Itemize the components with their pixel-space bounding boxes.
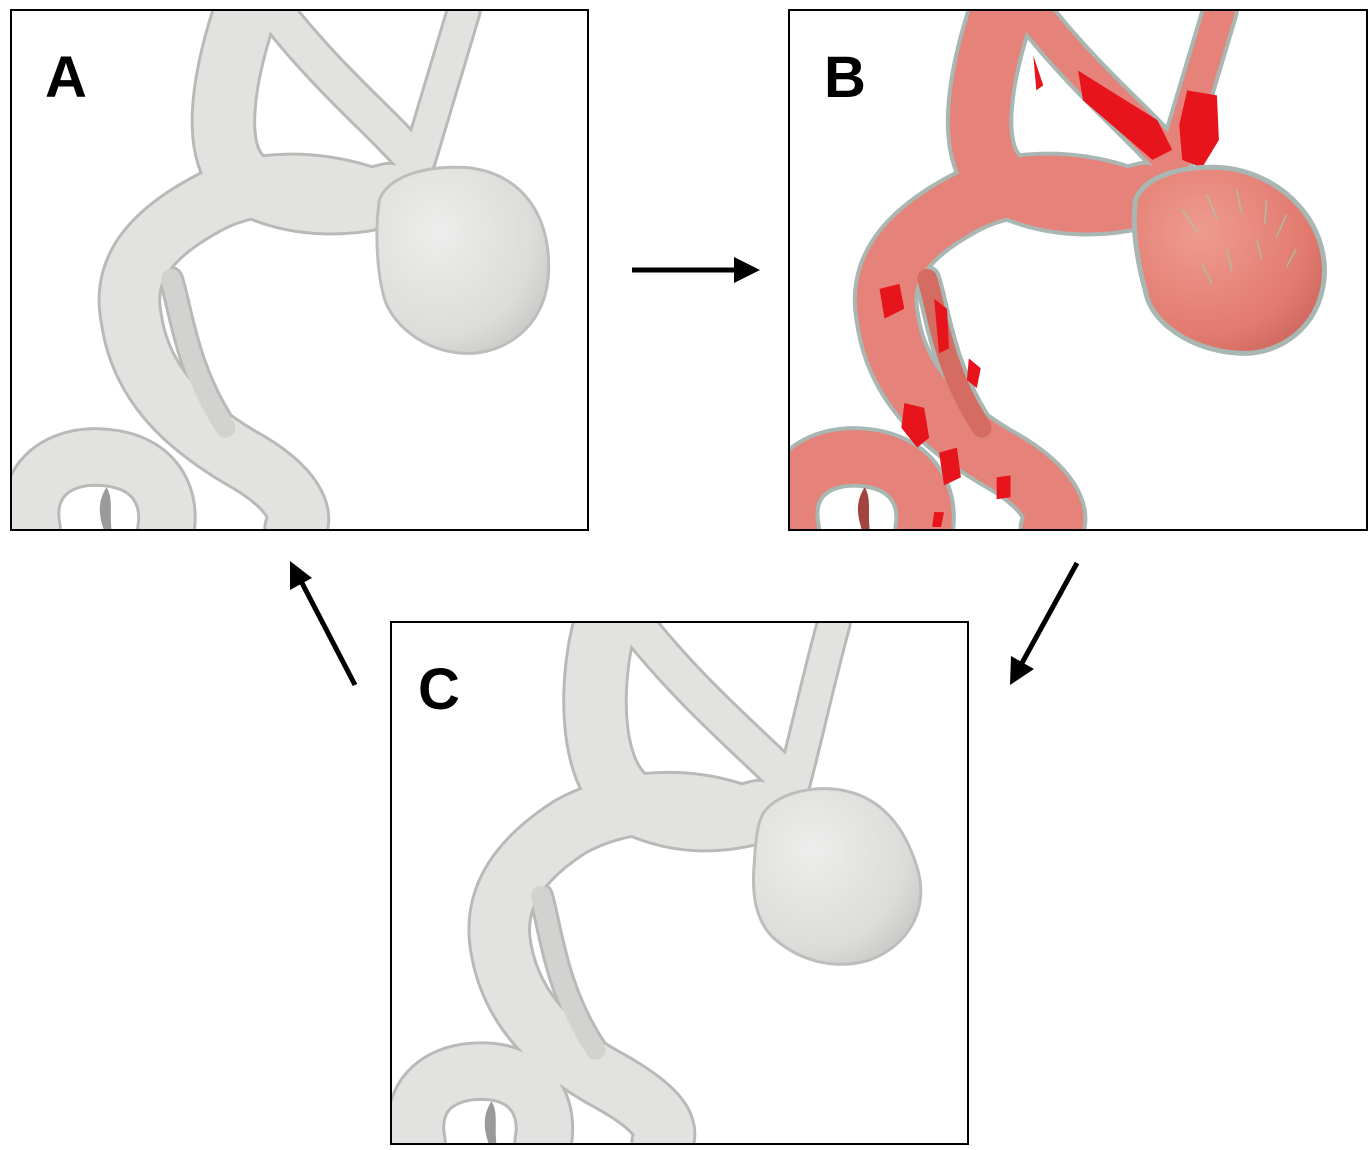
panel-b: B bbox=[788, 9, 1368, 531]
vector-lines bbox=[1181, 189, 1297, 285]
panel-label-b: B bbox=[824, 45, 866, 110]
vessel-model-b bbox=[790, 11, 1327, 529]
vessel-model-c bbox=[392, 623, 923, 1143]
aneurysm-c bbox=[751, 787, 923, 966]
panel-label-c: C bbox=[418, 657, 460, 722]
panel-c: C bbox=[390, 621, 969, 1145]
highlight-patches bbox=[879, 55, 1219, 528]
arrow-b-to-c bbox=[1010, 561, 1080, 685]
panel-a: A bbox=[10, 9, 589, 531]
aneurysm-a bbox=[375, 165, 551, 355]
vessel-model-a bbox=[12, 11, 551, 529]
panel-label-a: A bbox=[45, 45, 87, 110]
arrow-c-to-a bbox=[290, 561, 358, 687]
arrow-a-to-b bbox=[632, 257, 760, 283]
